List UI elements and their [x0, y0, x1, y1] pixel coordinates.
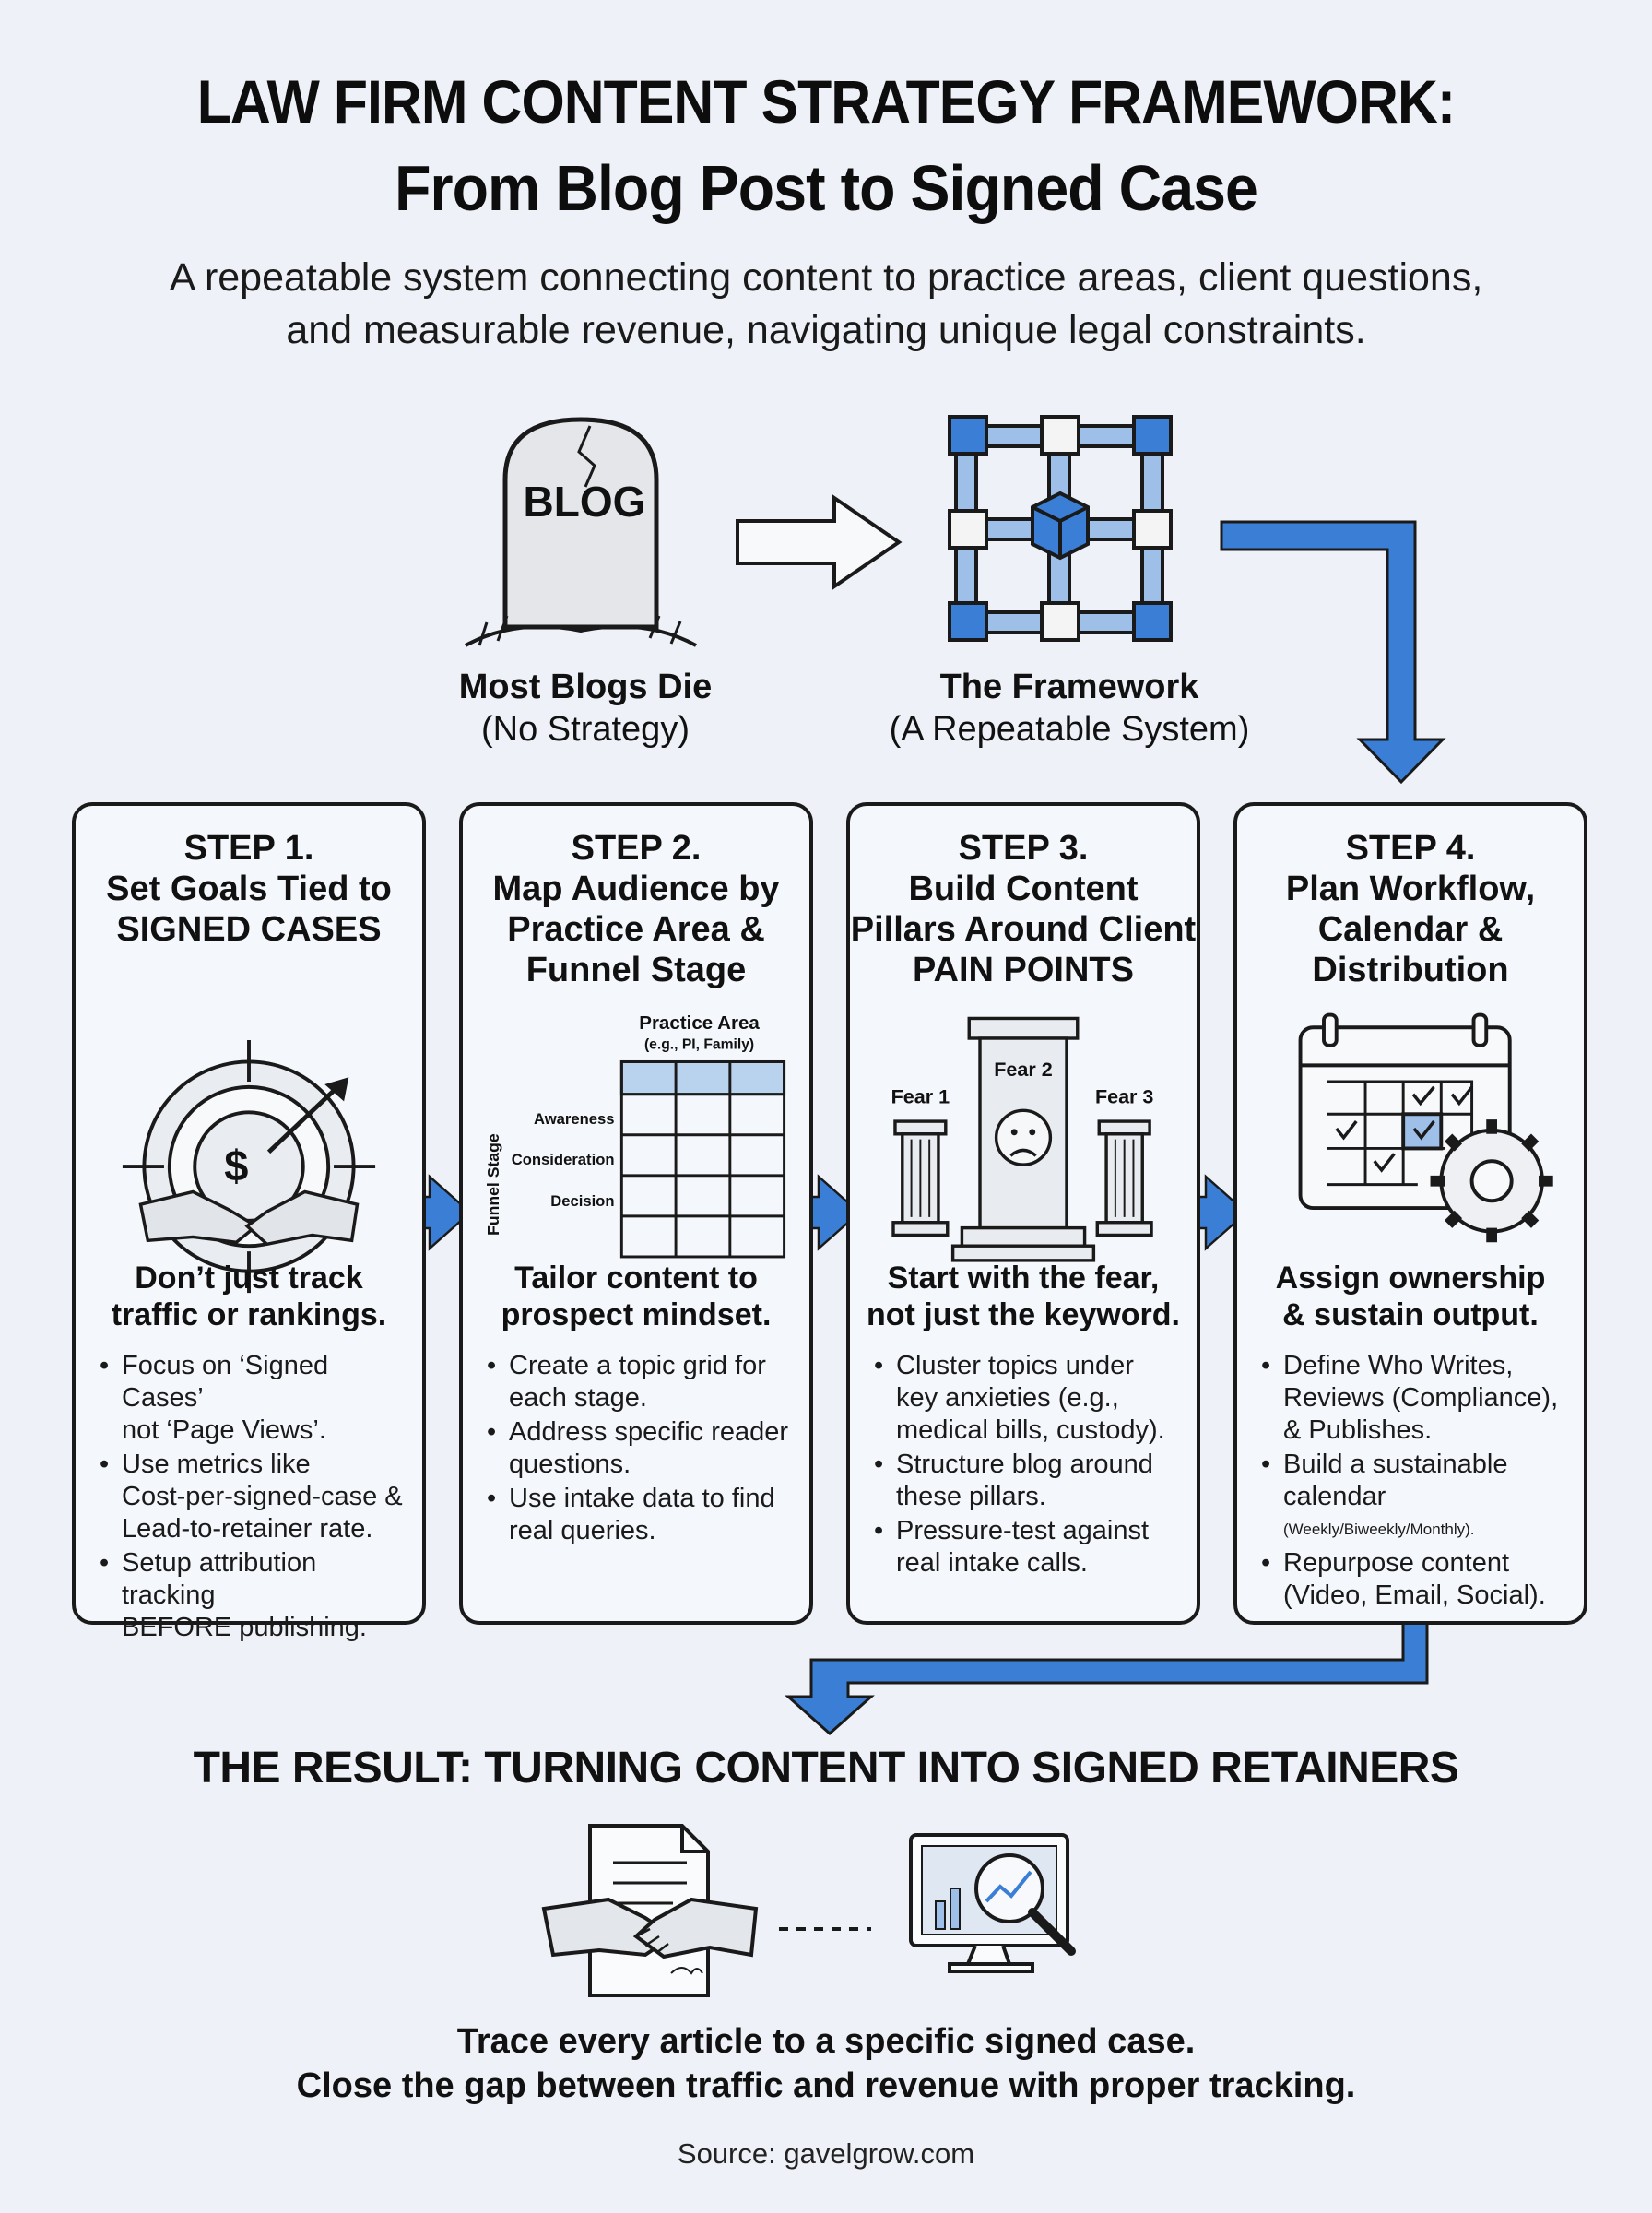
grid-row-awareness: Awareness: [534, 1110, 615, 1128]
pillar-fear-2: Fear 2: [994, 1059, 1052, 1081]
page-title-line-1: LAW FIRM CONTENT STRATEGY FRAMEWORK:: [196, 67, 1456, 136]
list-item: Focus on ‘Signed Cases’not ‘Page Views’.: [96, 1350, 409, 1447]
step-4-card: STEP 4. Plan Workflow, Calendar & Distri…: [1233, 802, 1587, 1625]
step-2-lead: Tailor content to prospect mindset.: [501, 1260, 772, 1332]
list-item: Repurpose content(Video, Email, Social).: [1257, 1547, 1571, 1612]
result-line-1: Trace every article to a specific signed…: [456, 2022, 1196, 2061]
intro-right-caption-sub: (A Repeatable System): [889, 710, 1250, 749]
topic-grid-icon: Practice Area (e.g., PI, Family) Funnel …: [484, 1012, 786, 1259]
tombstone-label: BLOG: [524, 478, 646, 526]
list-item: Define Who Writes,Reviews (Compliance),&…: [1257, 1350, 1571, 1447]
intro-left-caption: Most Blogs Die (No Strategy): [406, 666, 765, 751]
page-title-line-2: From Blog Post to Signed Case: [395, 152, 1258, 224]
framework-grid-icon: [948, 415, 1173, 642]
step-2-card: STEP 2. Map Audience by Practice Area & …: [459, 802, 813, 1625]
pillar-fear-3: Fear 3: [1095, 1086, 1153, 1108]
analytics-monitor-icon: [909, 1833, 1076, 1973]
grid-col-sublabel: (e.g., PI, Family): [644, 1037, 754, 1053]
grid-row-decision: Decision: [550, 1192, 614, 1210]
result-text: Trace every article to a specific signed…: [0, 2019, 1652, 2108]
calendar-gear-icon: [1298, 1012, 1553, 1243]
step-3-title: STEP 3. Build Content Pillars Around Cli…: [850, 829, 1197, 989]
step-3-card: STEP 3. Build Content Pillars Around Cli…: [846, 802, 1200, 1625]
step-3-lead: Start with the fear, not just the keywor…: [866, 1260, 1181, 1332]
result-line-2: Close the gap between traffic and revenu…: [296, 2066, 1356, 2105]
signed-contract-icon: [541, 1824, 759, 1997]
grid-row-axis: Funnel Stage: [484, 1133, 502, 1236]
content-pillars-icon: Fear 1 Fear 2 Fear 3: [891, 1016, 1153, 1262]
tombstone-icon: BLOG: [465, 417, 697, 647]
source-credit: Source: gavelgrow.com: [677, 2137, 975, 2170]
calendar-note: (Weekly/Biweekly/Monthly).: [1283, 1521, 1475, 1538]
svg-text:$: $: [224, 1142, 248, 1190]
step-1-title: STEP 1. Set Goals Tied to SIGNED CASES: [106, 829, 392, 949]
subtitle-line-2: and measurable revenue, navigating uniqu…: [286, 308, 1366, 352]
result-title: THE RESULT: TURNING CONTENT INTO SIGNED …: [193, 1744, 1459, 1793]
intro-left-caption-sub: (No Strategy): [481, 710, 690, 749]
pillar-fear-1: Fear 1: [891, 1086, 950, 1108]
flow-arrow-top: [1220, 520, 1446, 785]
step-4-bullets: Define Who Writes,Reviews (Compliance),&…: [1257, 1350, 1571, 1614]
step-1-lead: Don’t just track traffic or rankings.: [111, 1260, 387, 1332]
subtitle-line-1: A repeatable system connecting content t…: [169, 255, 1483, 300]
right-arrow-icon: [736, 494, 903, 590]
grid-row-consideration: Consideration: [512, 1151, 615, 1168]
intro-right-caption: The Framework (A Repeatable System): [848, 666, 1291, 751]
intro-right-caption-bold: The Framework: [939, 668, 1199, 706]
step-4-lead: Assign ownership & sustain output.: [1275, 1260, 1546, 1332]
intro-left-caption-bold: Most Blogs Die: [458, 668, 713, 706]
step-1-card: STEP 1. Set Goals Tied to SIGNED CASES $…: [72, 802, 426, 1642]
flow-arrow-bottom: [785, 1621, 1429, 1736]
target-handshake-icon: $: [122, 1039, 376, 1294]
step-2-title: STEP 2. Map Audience by Practice Area & …: [492, 829, 780, 989]
step-1-bullets: Focus on ‘Signed Cases’not ‘Page Views’.…: [96, 1350, 409, 1646]
step-4-title: STEP 4. Plan Workflow, Calendar & Distri…: [1285, 829, 1536, 989]
grid-col-label: Practice Area: [639, 1012, 760, 1034]
